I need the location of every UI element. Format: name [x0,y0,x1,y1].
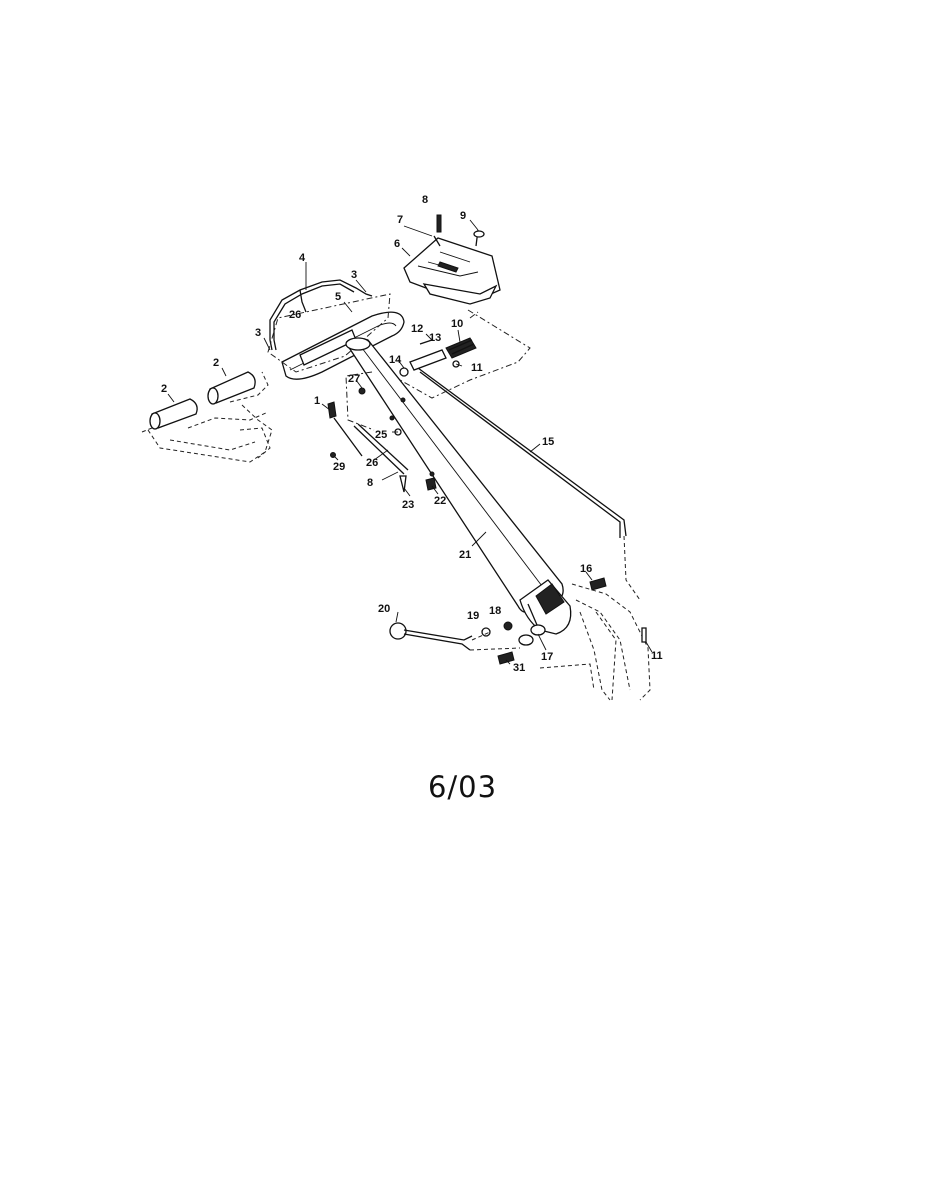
part-label: 26 [366,457,378,469]
part-label: 8 [367,477,373,489]
part-label: 23 [402,499,414,511]
part-label: 21 [459,549,471,561]
date-code: 6/03 [427,770,498,804]
lower-parts [481,577,607,665]
part-label: 27 [348,373,360,385]
part-label: 20 [378,603,390,615]
part-label: 17 [541,651,553,663]
part-label: 26 [289,309,301,321]
part-label: 12 [411,323,423,335]
part-label: 25 [375,429,387,441]
part-label: 11 [471,362,483,374]
shift-lever [389,622,491,651]
part-label: 29 [333,461,345,473]
part-label: 11 [651,650,663,662]
part-label: 8 [422,194,428,206]
shift-rod [417,367,627,538]
part-label: 31 [513,662,525,674]
leader-lines [167,219,653,665]
shift-parts-dash-box [399,309,531,399]
part-labels: 1 2 2 3 3 4 5 6 7 8 8 9 10 11 11 12 13 1… [161,194,663,674]
part-label: 10 [451,318,463,330]
handle-top-dash-outline [267,293,391,373]
shift-bracket-cover [403,237,501,305]
part-label: 4 [299,252,306,264]
part-label: 14 [389,354,402,366]
part-label: 15 [542,436,554,448]
part-label: 6 [394,238,400,250]
screws-top [433,214,485,247]
part-label: 3 [255,327,261,339]
bail-wire [269,279,373,351]
handle-tube [345,337,572,635]
part-label: 9 [460,210,466,222]
part-label: 13 [429,332,441,344]
part-label: 5 [335,291,341,303]
spring [445,337,477,359]
part-label: 2 [213,357,219,369]
part-label: 18 [489,605,501,617]
ghost-tiller-body [469,535,651,701]
part-label: 22 [434,495,446,507]
part-label: 16 [580,563,592,575]
small-parts-left [327,371,437,493]
handle-grip-left [149,398,198,430]
part-label: 2 [161,383,167,395]
handlebar [281,311,405,380]
shift-pin [399,339,460,377]
part-label: 19 [467,610,479,622]
part-label: 7 [397,214,403,226]
part-label: 1 [314,395,320,407]
handle-grip-right [207,371,256,405]
part-label: 3 [351,269,357,281]
